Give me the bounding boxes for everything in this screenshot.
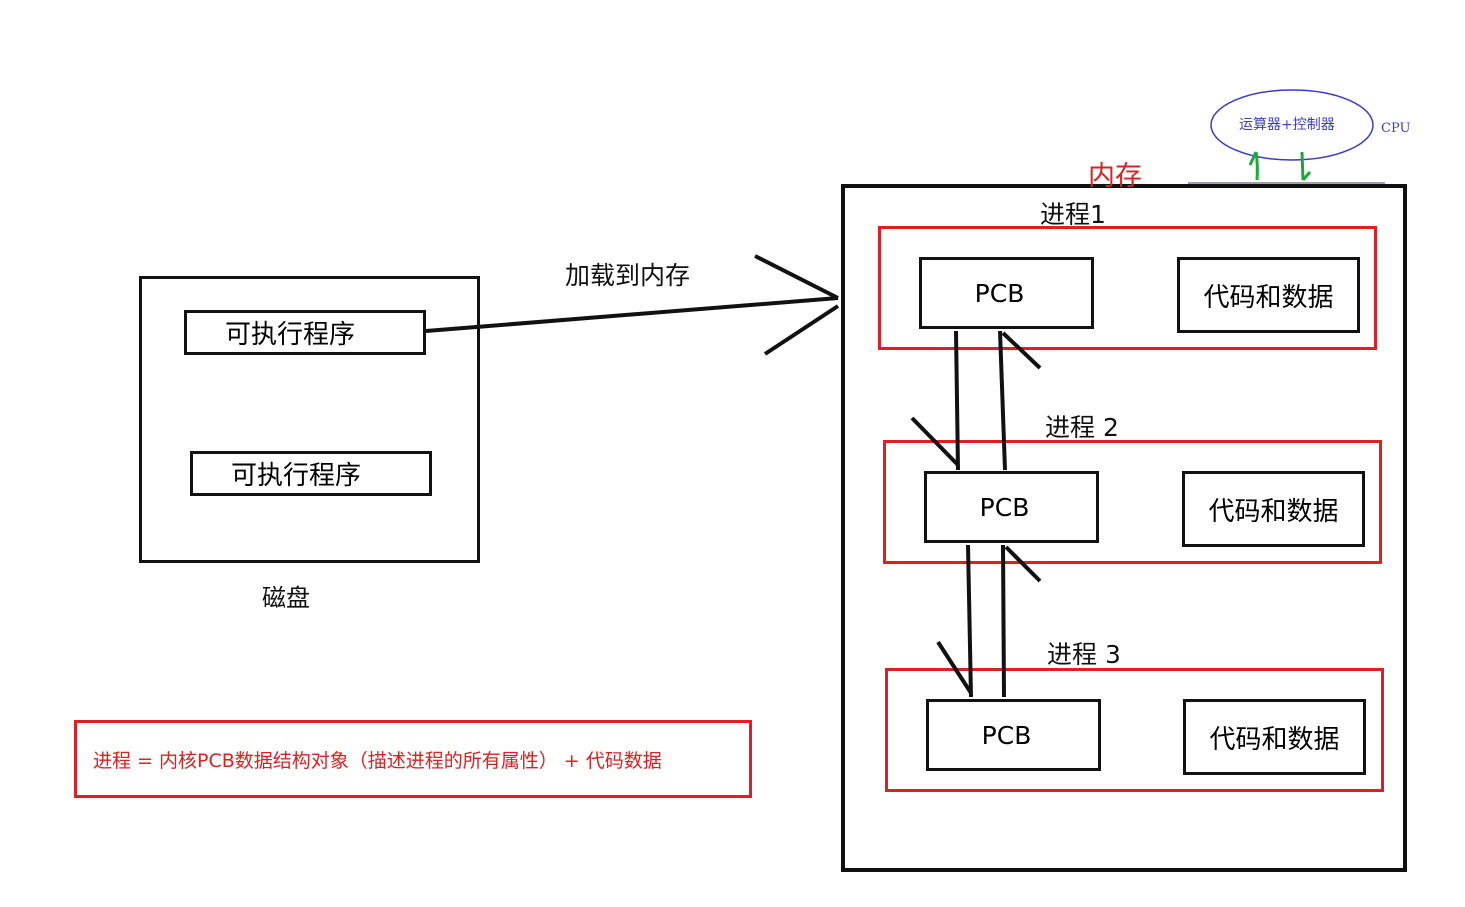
cpu-up-arrow: [1248, 151, 1259, 181]
load-arrow-head-lower: [763, 304, 840, 356]
code-label-2: 代码和数据: [1208, 496, 1339, 527]
process-title-3: 进程 3: [1047, 640, 1121, 669]
link-3-2-up: [1001, 544, 1006, 698]
process-box-2: [883, 440, 1382, 564]
link-2-1-up: [998, 330, 1007, 471]
link-2-3-down-head: [936, 640, 973, 695]
link-2-3-down: [966, 544, 973, 698]
link-2-1-up-head: [1001, 331, 1042, 370]
program-label-1: 可执行程序: [224, 320, 355, 350]
cpu-down-arrow: [1300, 151, 1312, 181]
code-label-1: 代码和数据: [1203, 282, 1334, 313]
link-1-2-down-head: [910, 416, 960, 467]
pcb-box-3: PCB: [926, 699, 1101, 771]
load-arrow-head-upper: [754, 254, 839, 300]
code-box-1: 代码和数据: [1177, 257, 1360, 333]
load-arrow-shaft: [425, 296, 839, 333]
link-1-2-down: [954, 330, 960, 471]
definition-box: 进程 = 内核PCB数据结构对象（描述进程的所有属性） + 代码数据: [74, 720, 752, 798]
process-title-2: 进程 2: [1045, 413, 1119, 442]
pcb-label-3: PCB: [981, 720, 1032, 750]
pcb-label-2: PCB: [979, 492, 1030, 522]
pcb-box-2: PCB: [924, 471, 1099, 543]
pcb-label-1: PCB: [974, 278, 1025, 308]
link-3-2-up-head: [1004, 545, 1042, 583]
code-label-3: 代码和数据: [1209, 724, 1340, 755]
cpu-label: CPU: [1381, 121, 1411, 136]
code-box-2: 代码和数据: [1182, 471, 1365, 547]
code-box-3: 代码和数据: [1183, 699, 1366, 775]
load-arrow-label: 加载到内存: [565, 261, 691, 290]
program-label-2: 可执行程序: [230, 461, 361, 491]
disk-label: 磁盘: [262, 584, 310, 612]
process-box-3: [885, 668, 1384, 792]
cpu-ellipse: [1210, 89, 1374, 161]
program-box-1: 可执行程序: [184, 310, 426, 355]
process-box-1: [878, 226, 1377, 350]
memory-label: 内存: [1088, 161, 1142, 192]
definition-text: 进程 = 内核PCB数据结构对象（描述进程的所有属性） + 代码数据: [93, 749, 662, 772]
program-box-2: 可执行程序: [190, 451, 432, 496]
process-title-1: 进程1: [1040, 200, 1106, 229]
pcb-box-1: PCB: [919, 257, 1094, 329]
cpu-ellipse-label: 运算器+控制器: [1239, 117, 1335, 133]
